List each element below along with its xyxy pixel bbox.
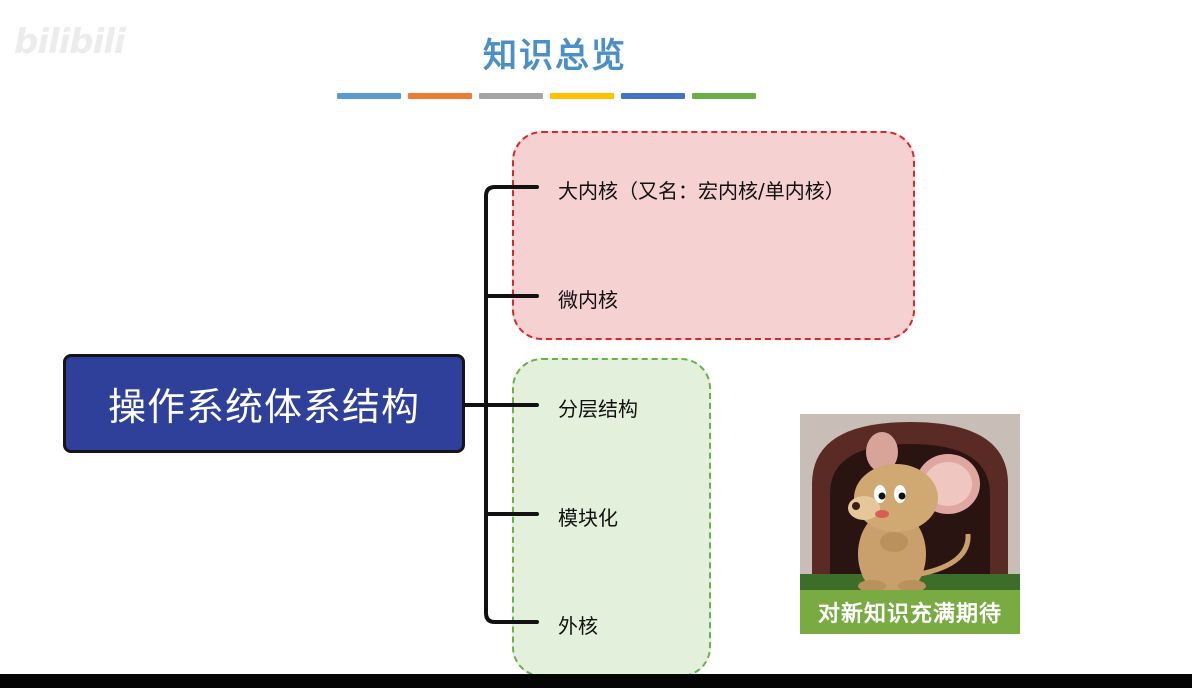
branch-modular: 模块化 xyxy=(558,506,618,530)
root-node: 操作系统体系结构 xyxy=(63,354,465,453)
structure-group-box xyxy=(512,358,711,677)
stripe-6 xyxy=(692,93,756,99)
branch-exokernel: 外核 xyxy=(558,614,598,638)
stripe-1 xyxy=(337,93,401,99)
branch-microkernel: 微内核 xyxy=(558,288,618,312)
bottom-black-bar xyxy=(0,674,1192,688)
stripe-3 xyxy=(479,93,543,99)
stripe-2 xyxy=(408,93,472,99)
branch-macro-kernel: 大内核（又名：宏内核/单内核） xyxy=(558,179,845,203)
root-node-label: 操作系统体系结构 xyxy=(107,385,420,429)
branch-layered: 分层结构 xyxy=(558,397,638,421)
stripe-5 xyxy=(621,93,685,99)
kernel-group-box xyxy=(512,131,915,340)
bilibili-watermark: bilibili xyxy=(14,22,126,62)
color-stripes xyxy=(337,93,756,99)
meme-caption: 对新知识充满期待 xyxy=(800,590,1020,634)
page-title: 知识总览 xyxy=(483,36,627,76)
stripe-4 xyxy=(550,93,614,99)
meme-image: 对新知识充满期待 xyxy=(800,414,1020,634)
